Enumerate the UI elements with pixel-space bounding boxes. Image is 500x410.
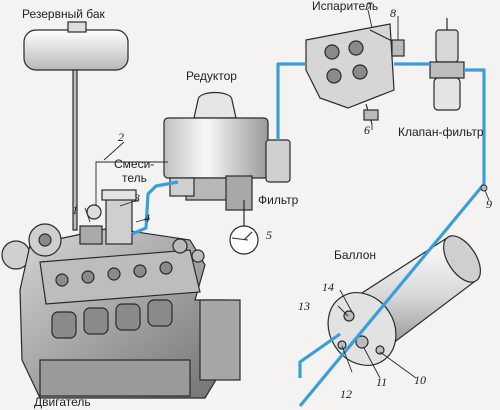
callout-5: 5 — [266, 228, 272, 242]
pressure-gauge — [229, 225, 259, 255]
callout-7: 7 — [366, 0, 372, 13]
mixer-label-line1: Смеси- — [114, 157, 155, 171]
evaporator — [305, 23, 405, 125]
callout-11: 11 — [376, 375, 388, 389]
engine — [1, 223, 241, 399]
callout-3: 3 — [134, 191, 140, 205]
callout-9: 9 — [486, 197, 492, 211]
gas-line — [131, 62, 486, 408]
reserve-tank — [23, 21, 129, 231]
valve-filter-label: Клапан-фильтр — [398, 125, 484, 139]
callout-10: 10 — [414, 373, 426, 387]
cylinder-label: Баллон — [334, 248, 376, 262]
callout-14: 14 — [322, 280, 334, 294]
mixer — [86, 189, 137, 245]
callout-2: 2 — [118, 130, 124, 144]
callout-4: 4 — [144, 211, 150, 225]
mixer-label-line2: тель — [122, 171, 147, 185]
callout-12: 12 — [340, 387, 352, 401]
reducer — [163, 91, 291, 228]
callout-1: 1 — [72, 203, 78, 217]
callout-13: 13 — [298, 299, 310, 313]
filter-label: Фильтр — [258, 193, 299, 207]
evaporator-label: Испаритель — [312, 0, 379, 13]
callout-6: 6 — [364, 123, 370, 137]
engine-label: Двигатель — [34, 395, 91, 409]
leader-lines — [84, 9, 490, 379]
valve-filter — [429, 18, 465, 111]
callout-8: 8 — [390, 6, 396, 20]
reducer-label: Редуктор — [186, 69, 237, 83]
reserve-tank-label: Резервный бак — [22, 7, 105, 21]
